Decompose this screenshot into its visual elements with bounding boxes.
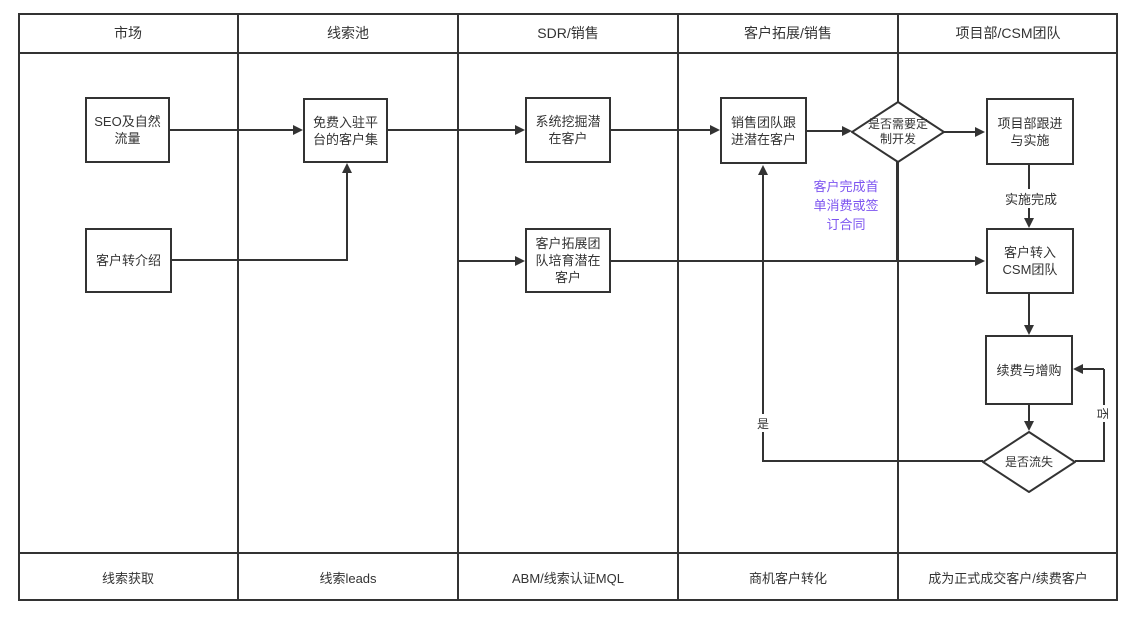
connector	[1075, 460, 1105, 462]
lane-divider	[897, 13, 899, 601]
decision-need-custom-dev-label: 是否需要定 制开发	[867, 117, 928, 146]
lane-footer-leads: 线索leads	[319, 570, 377, 586]
arrowhead	[1073, 364, 1083, 374]
arrowhead	[293, 125, 303, 135]
connector	[611, 260, 975, 262]
annotation-first-order-contract: 客户完成首 单消费或签 订合同	[813, 179, 879, 232]
lane-header-project-csm: 项目部/CSM团队	[955, 25, 1061, 41]
node-seo-organic-traffic: SEO及自然 流量	[85, 97, 170, 163]
lane-divider	[457, 13, 459, 601]
label-yes: 是	[754, 414, 772, 432]
lane-footer-closed-renewal: 成为正式成交客户/续费客户	[928, 570, 1088, 586]
node-sales-followup: 销售团队跟 进潜在客户	[720, 97, 807, 164]
decision-churn-label: 是否流失	[1004, 454, 1053, 469]
node-free-platform-customers: 免费入驻平 台的客户集	[303, 98, 388, 163]
connector	[1083, 368, 1104, 370]
header-row-divider	[18, 52, 1118, 54]
arrowhead	[975, 256, 985, 266]
connector	[944, 131, 975, 133]
connector	[762, 175, 764, 462]
lane-divider	[237, 13, 239, 601]
footer-row-divider	[18, 552, 1118, 554]
lane-header-expansion-sales: 客户拓展/销售	[744, 25, 832, 41]
connector	[388, 129, 515, 131]
arrowhead	[758, 165, 768, 175]
node-customer-referral: 客户转介绍	[85, 228, 172, 293]
lane-header-sdr-sales: SDR/销售	[537, 25, 599, 41]
lane-footer-abm-mql: ABM/线索认证MQL	[512, 570, 624, 586]
decision-need-custom-dev-shape	[851, 101, 945, 163]
connector	[458, 260, 515, 262]
lane-footer-opportunity: 商机客户转化	[748, 570, 827, 586]
node-renewal-upsell: 续费与增购	[985, 335, 1073, 405]
arrowhead	[842, 126, 852, 136]
label-no: 否	[1095, 405, 1112, 422]
connector	[346, 173, 348, 261]
connector	[1028, 293, 1030, 327]
connector	[762, 460, 983, 462]
arrowhead	[975, 127, 985, 137]
table-border	[18, 13, 1118, 601]
arrowhead	[515, 125, 525, 135]
connector	[807, 130, 842, 132]
arrowhead	[1024, 325, 1034, 335]
connector	[896, 162, 898, 261]
arrowhead	[515, 256, 525, 266]
node-system-mining-leads: 系统挖掘潜 在客户	[525, 97, 611, 163]
lane-footer-lead-acquisition: 线索获取	[101, 570, 154, 586]
arrowhead	[342, 163, 352, 173]
lane-header-market: 市场	[114, 25, 142, 41]
label-implementation-done: 实施完成	[1000, 189, 1062, 208]
lane-divider	[677, 13, 679, 601]
decision-churn-shape	[982, 431, 1076, 493]
arrowhead	[1024, 421, 1034, 431]
connector	[1028, 405, 1030, 424]
connector	[170, 129, 293, 131]
node-project-implementation: 项目部跟进 与实施	[986, 98, 1074, 165]
arrowhead	[710, 125, 720, 135]
arrowhead	[1024, 218, 1034, 228]
lane-header-lead-pool: 线索池	[327, 25, 369, 41]
node-nurture-leads: 客户拓展团 队培育潜在 客户	[525, 228, 611, 293]
connector	[172, 259, 348, 261]
connector	[611, 129, 710, 131]
node-csm-transfer: 客户转入 CSM团队	[986, 228, 1074, 294]
